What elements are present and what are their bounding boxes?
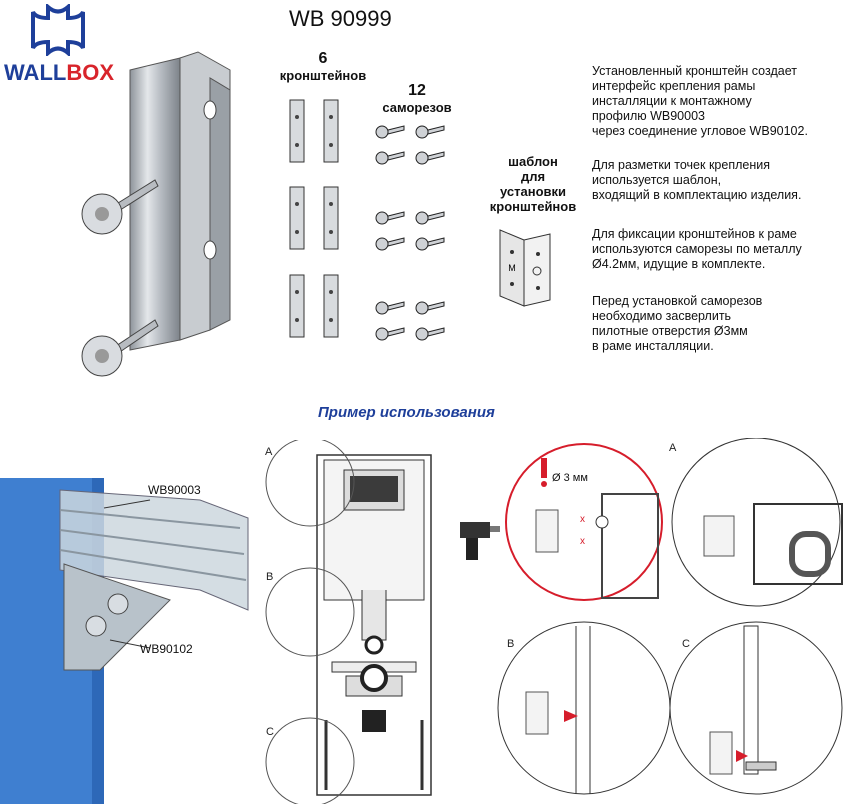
para-line: профилю WB90003 [592,109,705,123]
template-label: шаблон для установки кронштейнов [478,154,588,214]
template-label-line: кронштейнов [489,199,577,214]
brand-box: BOX [66,60,115,85]
para-line: используются саморезы по металлу [592,242,802,256]
detail-letter-c: C [266,726,274,738]
detail-letter-a2: A [669,442,677,454]
profile-assembly-illustration [0,478,249,804]
para-line: Для разметки точек крепления [592,158,770,172]
installation-details-diagram: x x [460,438,843,795]
screw-count-label: саморезов [382,100,452,115]
para-line: Перед установкой саморезов [592,294,763,308]
detail-circle-c [265,717,355,804]
drill-diameter-note: Ø 3 мм [552,472,588,484]
profile-label: WB90003 [148,483,201,497]
para-line: Для фиксации кронштейнов к раме [592,227,797,241]
brand-logo: WALLBOX [4,60,114,86]
detail-letter-c2: C [682,638,690,650]
bracket-count-number: 6 [318,50,328,67]
detail-letter-b2: B [507,638,515,650]
svg-text:x: x [580,536,585,547]
paragraph-screws: Для фиксации кронштейнов к раме использу… [592,227,842,272]
screw-set-icon [375,125,445,341]
wallbox-cross-logo-icon [31,4,85,56]
para-line: Ø4.2мм, идущие в комплекте. [592,257,766,271]
para-line: через соединение угловое WB90102. [592,124,808,138]
paragraph-template: Для разметки точек крепления используетс… [592,158,842,203]
brand-wall: WALL [4,60,67,85]
para-line: необходимо засверлить [592,309,732,323]
screw-count-number: 12 [408,82,426,99]
template-label-line: установки [499,184,566,199]
screw-bottom [81,319,159,377]
para-line: пилотные отверстия Ø3мм [592,324,748,338]
paragraph-interface: Установленный кронштейн создает интерфей… [592,64,842,139]
installation-frame-diagram [265,440,432,804]
detail-letter-a: A [265,446,273,458]
screw-count: 12 саморезов [372,82,462,115]
bracket-set-icon [289,99,339,338]
paragraph-drilling: Перед установкой саморезов необходимо за… [592,294,842,354]
bracket-count: 6 кронштейнов [268,50,378,83]
para-line: используется шаблон, [592,173,722,187]
svg-text:x: x [580,514,585,525]
screw-row [375,125,445,139]
para-line: входящий в комплектацию изделия. [592,188,802,202]
corner-label: WB90102 [140,642,193,656]
mounting-template-icon: M [499,229,551,307]
para-line: интерфейс крепления рамы [592,79,756,93]
screw-top [81,179,159,235]
product-title: WB 90999 [289,6,392,31]
detail-circle-a [265,440,355,527]
template-label-line: для [520,169,546,184]
detail-letter-b: B [266,571,274,583]
para-line: инсталляции к монтажному [592,94,752,108]
template-mark: M [508,263,516,273]
usage-example-title: Пример использования [318,404,495,421]
detail-circle-b [265,567,355,657]
bracket-count-label: кронштейнов [279,68,367,83]
para-line: Установленный кронштейн создает [592,64,797,78]
drill-icon [460,522,500,560]
para-line: в раме инсталляции. [592,339,714,353]
template-label-line: шаблон [508,154,558,169]
bracket-with-screws-illustration [81,51,231,377]
